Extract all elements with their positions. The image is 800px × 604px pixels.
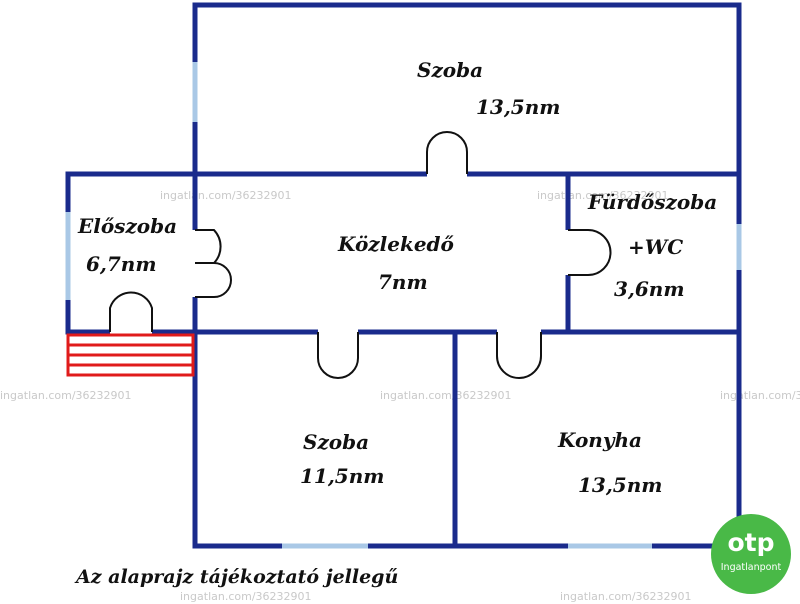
entrance-stairs [66,333,195,377]
door-bottom-room [317,332,359,379]
watermark-text: ingatlan.com/36232901 [720,389,800,402]
watermark-text: ingatlan.com/36232901 [180,590,312,603]
door-bathroom [568,229,612,276]
room-area-szoba-top: 13,5nm [476,95,560,119]
room-name-furdoszoba: Fürdőszoba [587,190,717,214]
room-area-szoba-bottom: 11,5nm [300,464,384,488]
door-hall-lower [195,262,232,298]
room-name-szoba-bottom: Szoba [303,430,369,454]
room-extra-furdoszoba: +WC [628,235,683,259]
watermark-text: ingatlan.com/36232901 [560,590,692,603]
door-top-room [426,131,468,174]
room-area-eloszoba: 6,7nm [86,252,157,276]
room-labels: Szoba 13,5nm Előszoba 6,7nm Közlekedő 7n… [77,58,717,497]
otp-logo: otp Ingatlanpont [711,514,791,594]
room-name-eloszoba: Előszoba [77,214,177,238]
door-entrance [109,291,153,332]
watermark-text: ingatlan.com/36232901 [0,389,132,402]
windows [65,62,742,549]
plan-caption: Az alaprajz tájékoztató jellegű [76,566,399,588]
door-openings [110,170,572,336]
door-kitchen [496,332,542,379]
watermark-text: ingatlan.com/36232901 [380,389,512,402]
room-name-konyha: Konyha [557,428,642,452]
room-area-furdoszoba: 3,6nm [614,277,685,301]
otp-logo-subtitle: Ingatlanpont [720,562,782,573]
doors [109,131,612,379]
otp-logo-mark: otp [727,528,775,557]
room-name-kozlekedo: Közlekedő [337,232,455,256]
watermark-text: ingatlan.com/36232901 [160,189,292,202]
door-hall-upper [195,229,222,264]
room-name-szoba-top: Szoba [417,58,483,82]
room-area-kozlekedo: 7nm [378,270,428,294]
room-area-konyha: 13,5nm [578,473,662,497]
